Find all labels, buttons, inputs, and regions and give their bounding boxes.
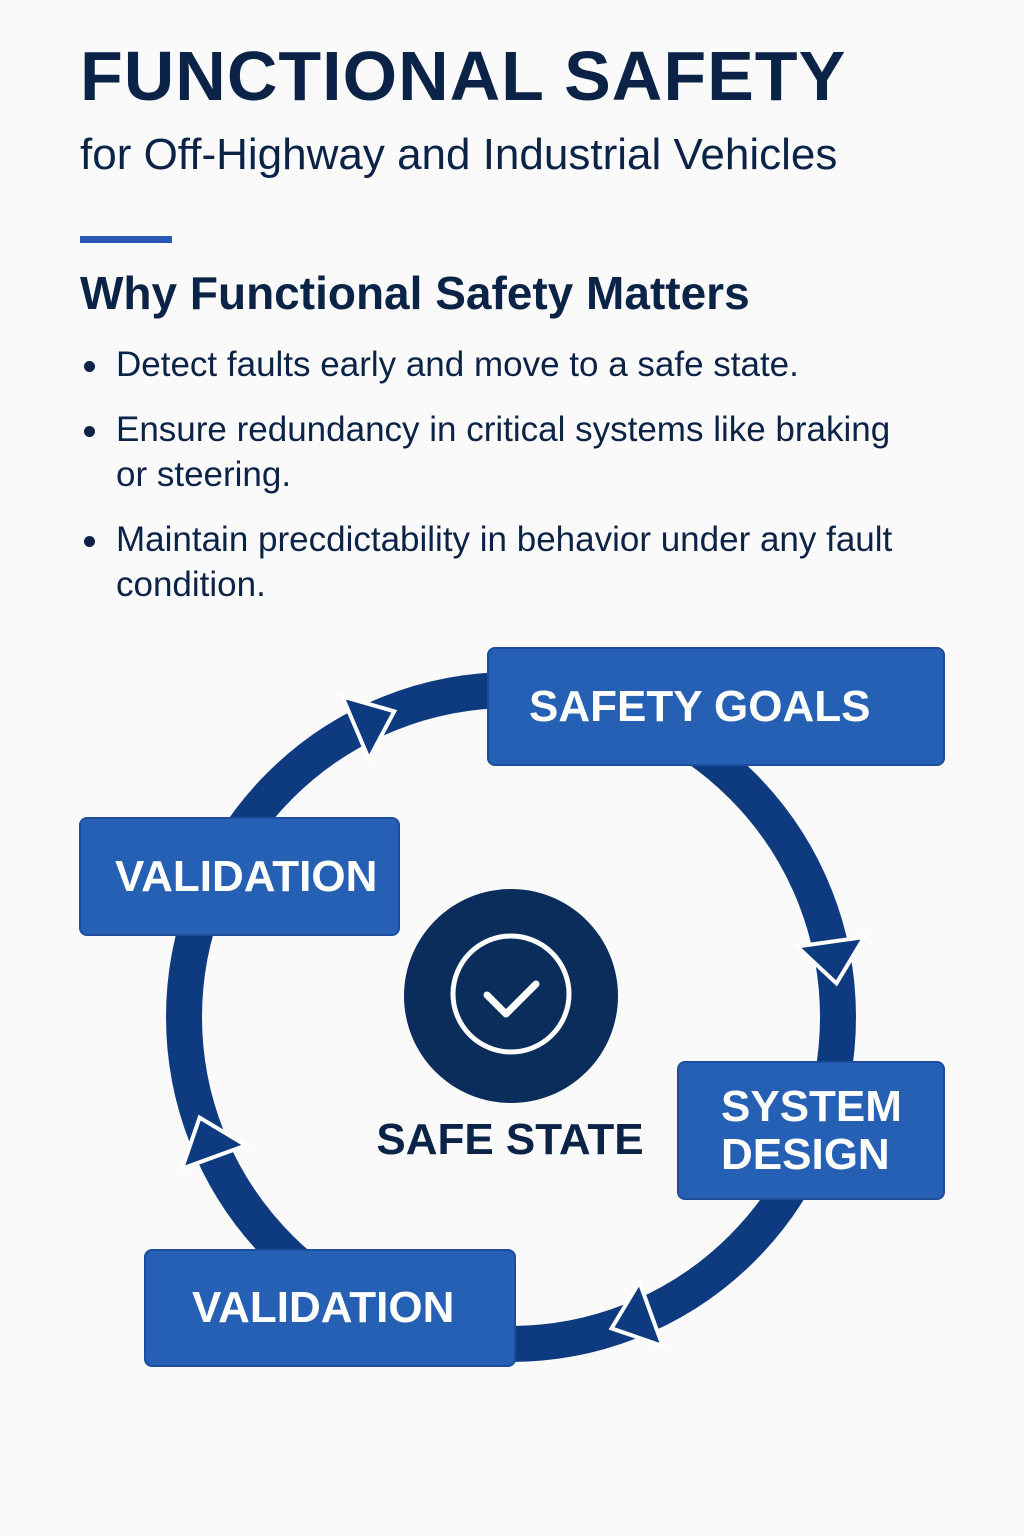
arrowhead-icon bbox=[608, 1277, 666, 1350]
list-item: Ensure redundancy in critical systems li… bbox=[80, 407, 920, 497]
list-item-text: Detect faults early and move to a safe s… bbox=[116, 345, 799, 384]
section-heading: Why Functional Safety Matters bbox=[80, 267, 750, 319]
bullet-icon bbox=[84, 536, 95, 547]
list-item: Detect faults early and move to a safe s… bbox=[80, 342, 920, 387]
step-label: VALIDATION bbox=[115, 851, 378, 901]
arrowhead-icon bbox=[338, 693, 398, 764]
step-label: SAFETY GOALS bbox=[529, 681, 871, 731]
step-system-design: SYSTEM DESIGN bbox=[677, 1061, 945, 1200]
bullet-icon bbox=[84, 426, 95, 437]
step-label: VALIDATION bbox=[192, 1283, 455, 1332]
check-circle-icon bbox=[450, 933, 572, 1055]
list-item-text: Ensure redundancy in critical systems li… bbox=[116, 410, 891, 494]
page-title: FUNCTIONAL SAFETY bbox=[80, 37, 847, 115]
list-item: Maintain precdictability in behavior und… bbox=[80, 517, 920, 607]
step-label-line2: DESIGN bbox=[721, 1129, 890, 1179]
step-validation-bottom: VALIDATION bbox=[144, 1249, 516, 1367]
accent-divider bbox=[80, 236, 172, 243]
step-safety-goals: SAFETY GOALS bbox=[487, 647, 945, 766]
benefits-list: Detect faults early and move to a safe s… bbox=[80, 342, 920, 627]
list-item-text: Maintain precdictability in behavior und… bbox=[116, 520, 893, 604]
step-label-line1: SYSTEM bbox=[721, 1081, 902, 1131]
arrowhead-icon bbox=[178, 1114, 251, 1172]
arrowhead-icon bbox=[792, 934, 869, 987]
safe-state-label: SAFE STATE bbox=[376, 1115, 644, 1164]
step-validation-left: VALIDATION bbox=[79, 817, 400, 936]
bullet-icon bbox=[84, 361, 95, 372]
safe-state-badge bbox=[404, 889, 618, 1103]
page-subtitle: for Off-Highway and Industrial Vehicles bbox=[80, 130, 838, 179]
